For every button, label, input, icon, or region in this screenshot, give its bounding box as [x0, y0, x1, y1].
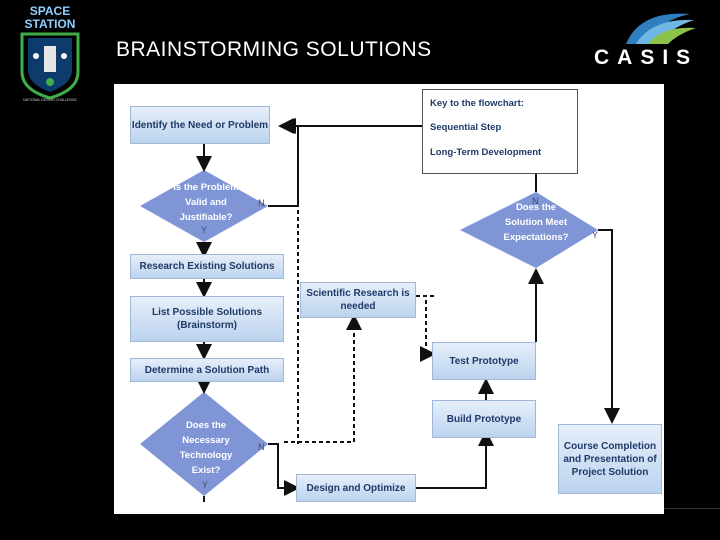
meet-yes-label: Y [592, 230, 599, 240]
casis-wordmark: CASIS [594, 46, 699, 69]
step-build-prototype: Build Prototype [432, 400, 536, 438]
key-title: Key to the flowchart: [430, 98, 524, 109]
tech-no-label: N [258, 442, 265, 452]
step-research: Research Existing Solutions [130, 254, 284, 279]
valid-yes-label: Y [201, 225, 208, 235]
flowchart: Identify the Need or Problem Research Ex… [114, 84, 664, 514]
tech-yes-label: Y [202, 480, 209, 490]
casis-logo: CASIS [590, 8, 700, 72]
valid-no-label: N [258, 198, 265, 208]
slide-title: BRAINSTORMING SOLUTIONS [116, 38, 432, 61]
step-test-prototype: Test Prototype [432, 342, 536, 380]
key-sequential-label: Sequential Step [430, 122, 502, 133]
diamond-valid [140, 170, 268, 242]
space-station-emblem [20, 32, 80, 100]
step-determine-path: Determine a Solution Path [130, 358, 284, 382]
space-station-logo: SPACE STATION NATIONAL DESIGN CHALLENGE [4, 2, 96, 112]
diamond-meet [460, 192, 598, 268]
logo-text-space: SPACE [29, 4, 71, 18]
logo-text-station: STATION [24, 17, 76, 31]
casis-globe-icon [626, 13, 696, 44]
decision-meet-label: Does the Solution Meet Expectations? [503, 202, 569, 243]
decision-valid-label: Is the Problem Valid and Justifiable? [173, 182, 239, 223]
flowchart-key: Key to the flowchart: Sequential Step Lo… [422, 89, 578, 174]
decision-tech-label: Does the Necessary Technology Exist? [179, 420, 233, 476]
key-long-term-label: Long-Term Development [430, 147, 542, 158]
diamond-tech [140, 392, 268, 496]
step-design-optimize: Design and Optimize [296, 474, 416, 502]
meet-no-label: N [532, 196, 539, 206]
step-list-brainstorm: List Possible Solutions (Brainstorm) [130, 296, 284, 342]
step-scientific-research: Scientific Research is needed [300, 282, 416, 318]
logo-ring-text: NATIONAL DESIGN CHALLENGE [23, 98, 77, 102]
footer-divider [664, 508, 720, 509]
step-course-completion: Course Completion and Presentation of Pr… [558, 424, 662, 494]
step-identify: Identify the Need or Problem [130, 106, 270, 144]
